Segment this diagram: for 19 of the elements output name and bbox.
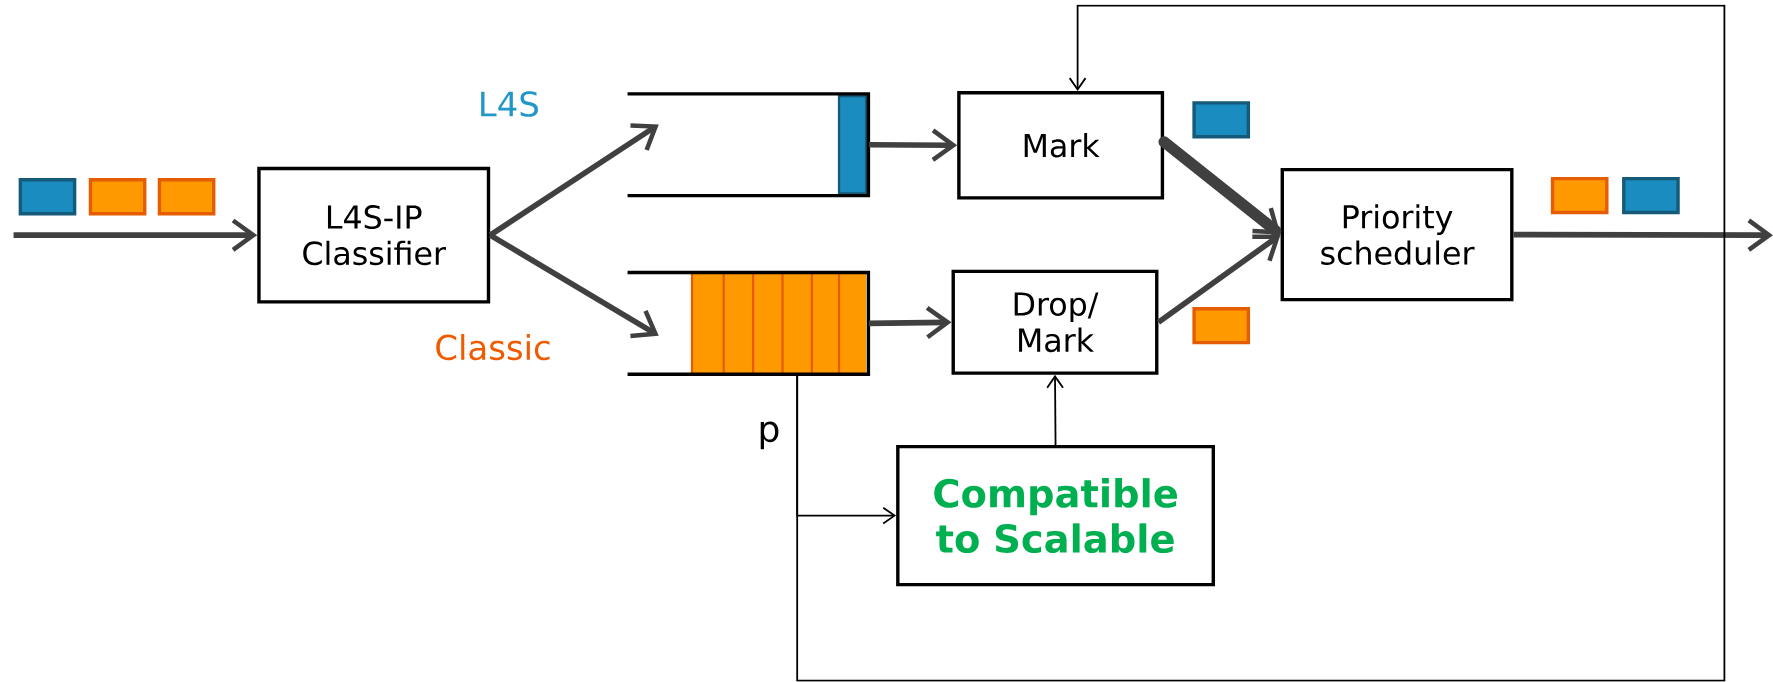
arrow xyxy=(796,4,1726,682)
arrow xyxy=(488,123,659,238)
arrow xyxy=(488,232,659,339)
arrow xyxy=(868,128,958,162)
arrow xyxy=(1156,234,1281,325)
queue-drawing xyxy=(627,92,871,198)
queue-drawing xyxy=(627,270,871,377)
arrow xyxy=(1513,218,1773,252)
queue-label: L4S xyxy=(481,91,538,117)
process-box: Compatible to Scalable xyxy=(896,445,1215,587)
edge-label: p xyxy=(755,419,783,452)
process-box: Drop/ Mark xyxy=(951,269,1159,375)
arrow xyxy=(1046,374,1064,446)
process-box: L4S-IP Classifier xyxy=(257,166,491,304)
process-box: Mark xyxy=(957,91,1165,200)
arrow xyxy=(868,306,952,340)
arrow xyxy=(13,218,258,252)
queue-label: Classic xyxy=(436,334,550,361)
process-box: Priority scheduler xyxy=(1280,168,1514,302)
